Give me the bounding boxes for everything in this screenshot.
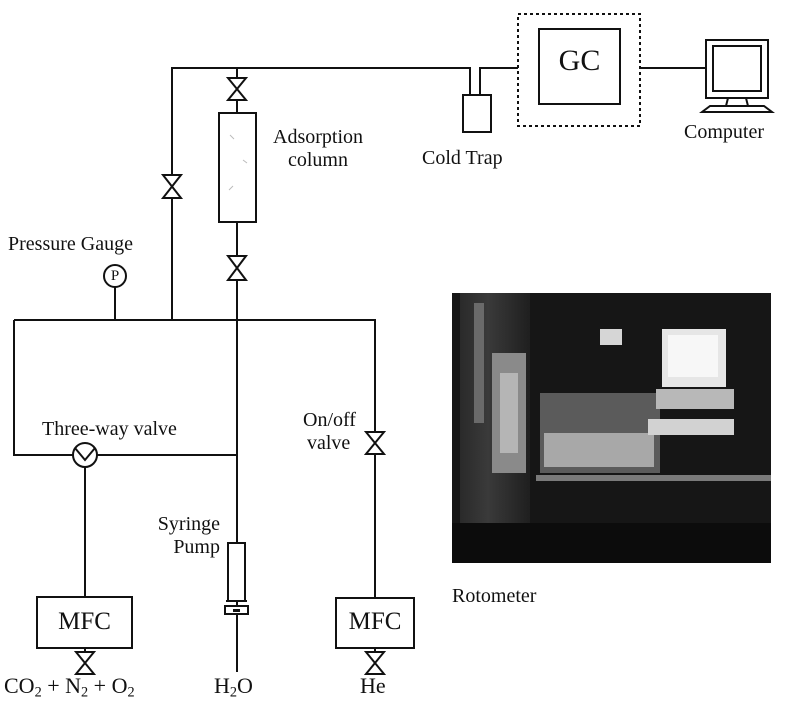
cold-trap-icon — [463, 95, 491, 132]
feed-middle-label: H2O — [214, 673, 253, 701]
feed-left-label: CO2 + N2 + O2 — [4, 673, 135, 701]
syringe-pump-label: Syringe Pump — [152, 513, 220, 559]
cold-trap-label: Cold Trap — [422, 147, 503, 170]
syringe-pump-label-line2: Pump — [152, 536, 220, 559]
bowtie-valve-icon — [163, 175, 181, 198]
feed-middle-part2: O — [237, 673, 253, 698]
feed-right-label: He — [360, 673, 386, 698]
photo-monitor-screen — [668, 335, 718, 377]
mfc-right-label: MFC — [336, 608, 414, 636]
syringe-pump-label-line1: Syringe — [152, 513, 220, 536]
bowtie-valve-icon — [228, 78, 246, 100]
bowtie-valve-icon — [366, 652, 384, 674]
feed-middle-sub1: 2 — [230, 685, 237, 701]
rotometer-label: Rotometer — [452, 585, 536, 608]
bowtie-valve-icon — [366, 432, 384, 454]
gc-label: GC — [539, 44, 620, 78]
adsorption-column-label: Adsorption column — [268, 126, 368, 172]
onoff-valve-label-line2: valve — [307, 432, 356, 455]
photo-small-device — [600, 329, 622, 345]
adsorption-column-icon — [219, 113, 256, 222]
onoff-valve-label: On/off valve — [303, 409, 356, 455]
trap-to-gc-line — [480, 68, 518, 95]
photo-floor — [452, 523, 771, 563]
pressure-gauge-label: Pressure Gauge — [8, 233, 133, 256]
bowtie-valve-icon — [228, 256, 246, 280]
adsorption-column-label-line2: column — [268, 149, 368, 172]
computer-monitor-icon — [702, 40, 772, 112]
bowtie-valve-icon — [76, 652, 94, 674]
top-gas-line — [172, 68, 470, 320]
apparatus-photo — [452, 293, 771, 563]
photo-computer-base — [656, 389, 734, 409]
feed-left-part3: + O — [88, 673, 127, 698]
photo-panel-shade — [500, 373, 518, 453]
pressure-gauge-symbol: P — [104, 265, 126, 287]
onoff-valve-label-line1: On/off — [303, 409, 356, 432]
photo-column — [474, 303, 484, 423]
feed-middle-part1: H — [214, 673, 230, 698]
computer-label: Computer — [684, 121, 764, 144]
photo-gc-front — [544, 433, 654, 467]
photo-desk — [536, 475, 771, 481]
adsorption-column-label-line1: Adsorption — [268, 126, 368, 149]
three-way-valve-label: Three-way valve — [42, 418, 177, 441]
three-way-valve-icon — [73, 443, 97, 467]
feed-left-sub3: 2 — [127, 685, 134, 701]
feed-left-part2: + N — [42, 673, 81, 698]
feed-left-sub1: 2 — [35, 685, 42, 701]
mfc-left-label: MFC — [37, 608, 132, 636]
feed-left-part1: CO — [4, 673, 35, 698]
photo-keyboard — [648, 419, 734, 435]
